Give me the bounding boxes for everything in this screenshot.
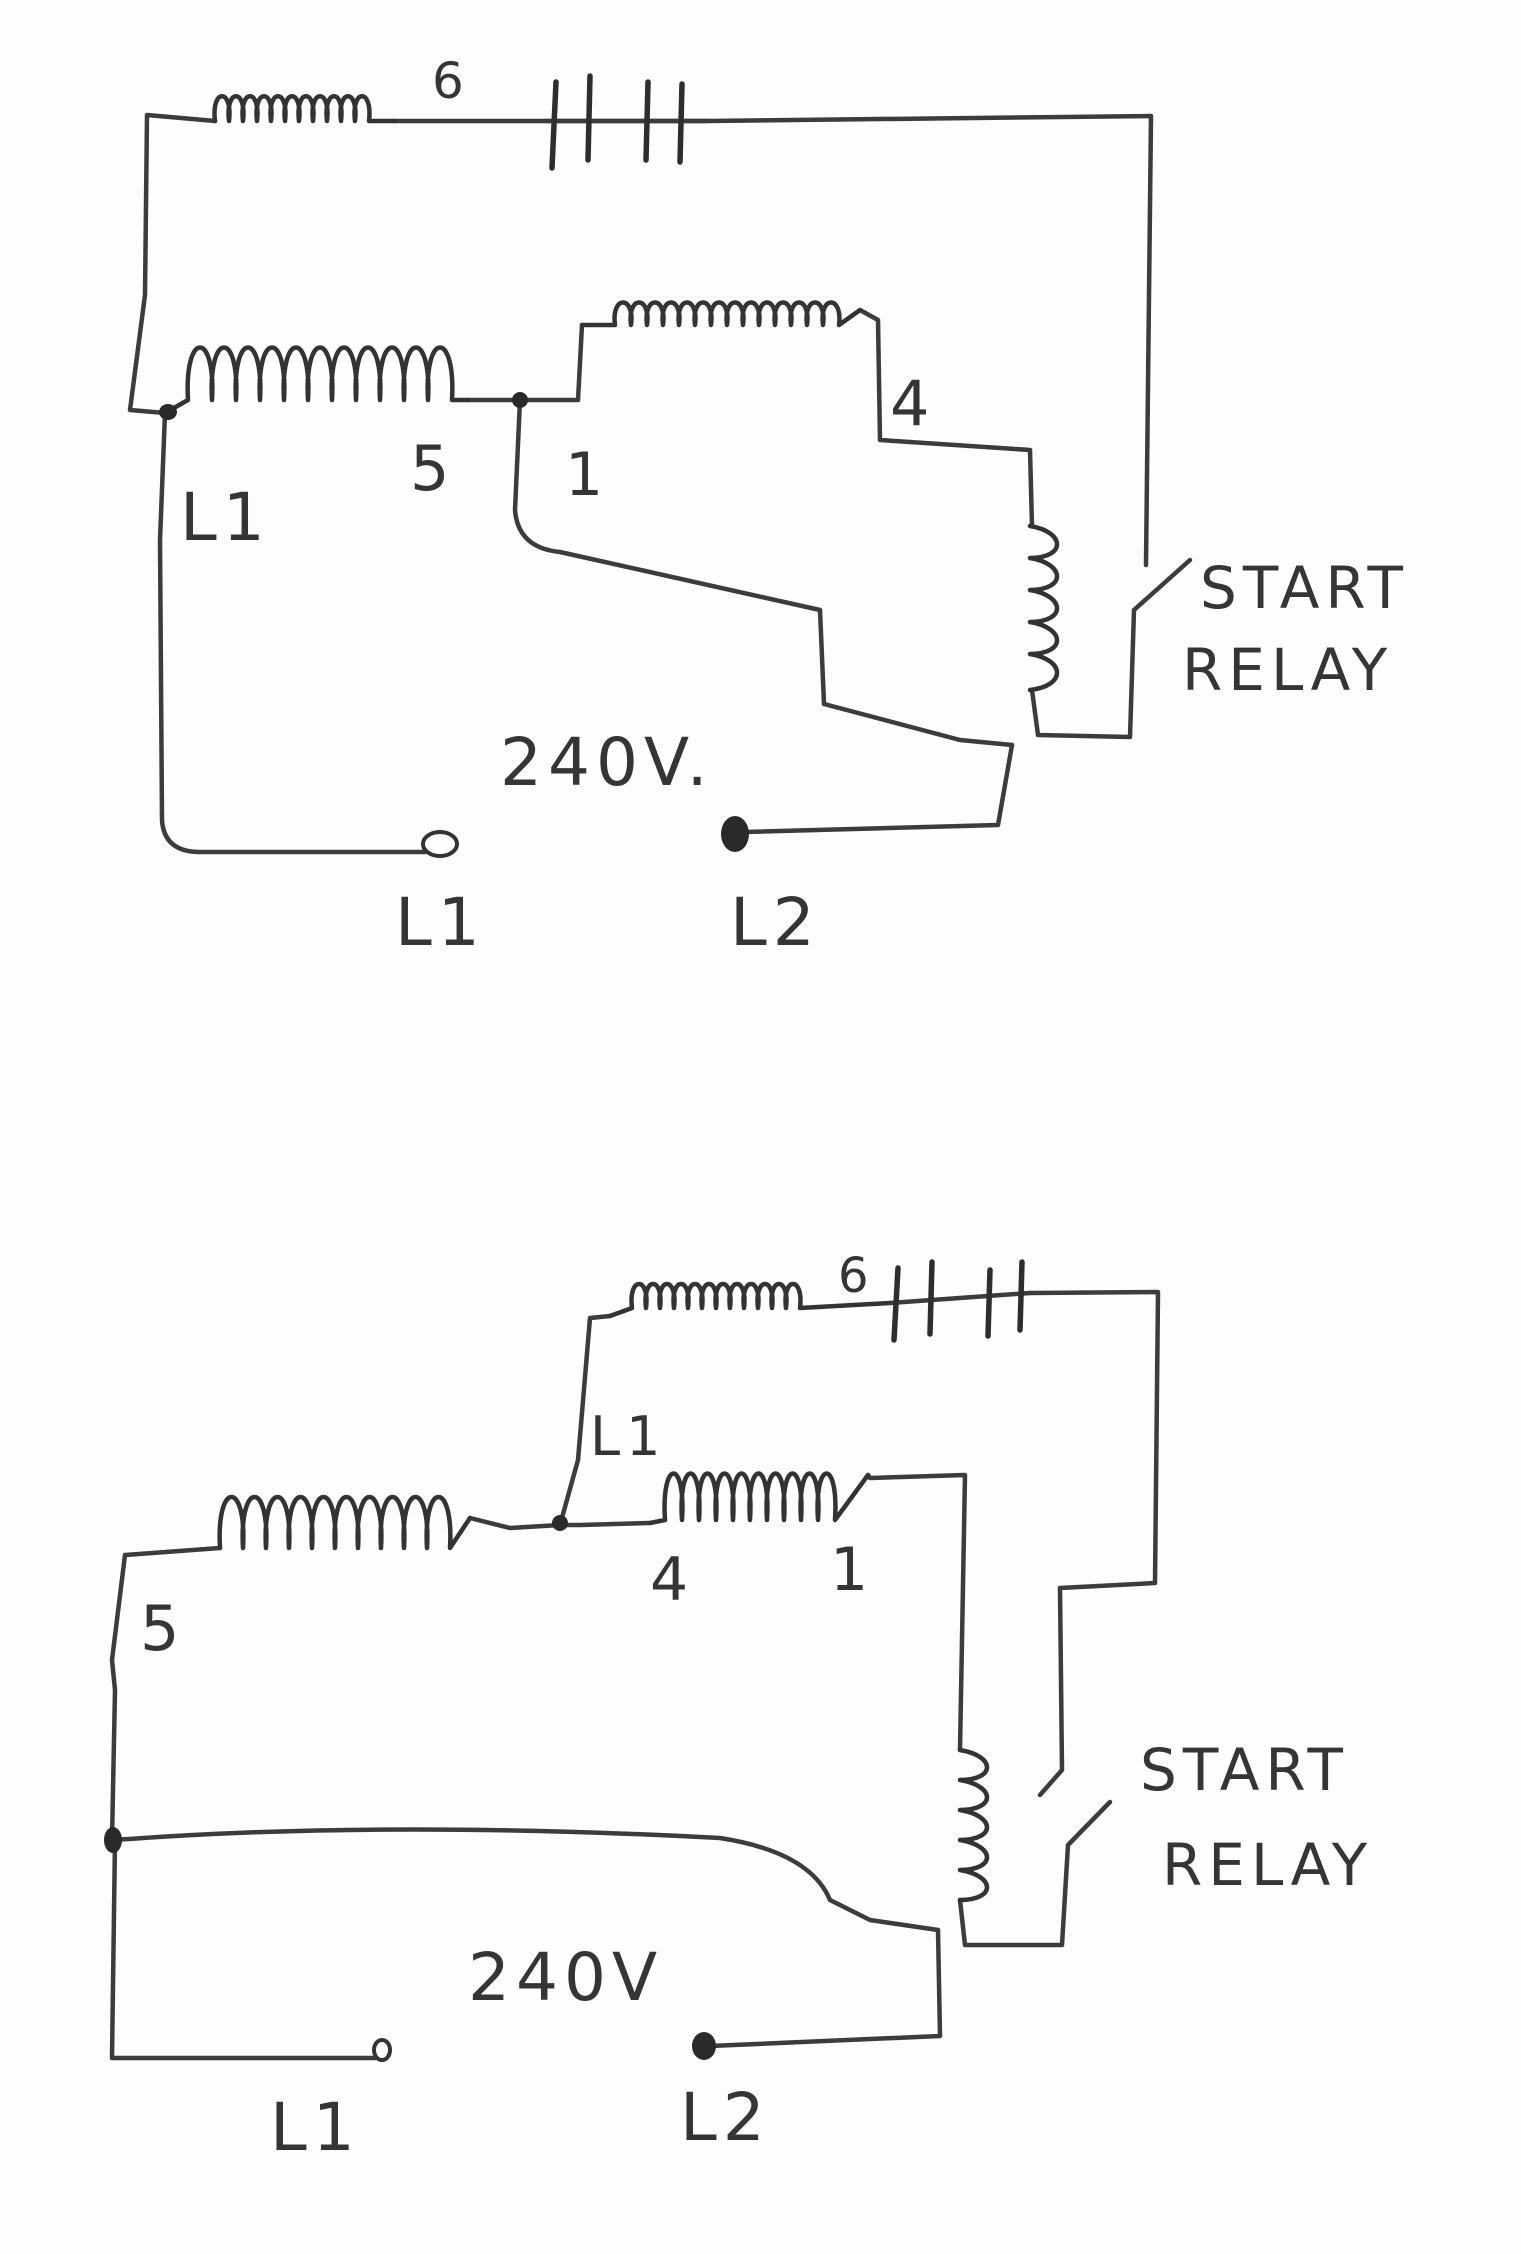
bottom-start-winding-coil bbox=[957, 1747, 990, 1903]
top-winding-4-coil bbox=[579, 300, 863, 328]
bottom-label-relay: RELAY bbox=[1162, 1831, 1373, 1899]
top-diagram: L1 5 1 4 6 240V. L1 L2 START RELAY bbox=[127, 52, 1409, 961]
top-capacitor bbox=[543, 73, 709, 171]
top-label-start: START bbox=[1200, 554, 1409, 622]
bottom-label-terminal-1: 1 bbox=[830, 1535, 874, 1605]
bottom-l1-wire bbox=[109, 1837, 378, 2061]
top-winding-6-coil bbox=[212, 94, 398, 124]
bottom-label-l1-tap: L1 bbox=[590, 1405, 666, 1468]
top-start-winding-coil bbox=[1027, 523, 1060, 693]
top-label-relay: RELAY bbox=[1182, 636, 1393, 704]
top-winding4-wire bbox=[857, 307, 1035, 529]
top-label-terminal-6: 6 bbox=[432, 52, 470, 110]
top-label-l1-winding: L1 bbox=[180, 479, 271, 556]
top-label-voltage: 240V. bbox=[500, 724, 714, 801]
top-label-line2: L2 bbox=[730, 884, 821, 961]
bottom-winding-6-coil bbox=[607, 1281, 893, 1319]
top-label-terminal-4: 4 bbox=[890, 367, 935, 440]
bottom-diagram: 5 4 1 6 L1 240V L1 L2 START RELAY bbox=[104, 1248, 1373, 2166]
bottom-l2-terminal bbox=[692, 2032, 716, 2060]
top-center-junction bbox=[512, 392, 528, 408]
top-l1-junction bbox=[159, 404, 177, 420]
bottom-start-relay-wire bbox=[957, 1799, 1113, 1948]
bottom-center-junction bbox=[552, 1515, 568, 1531]
top-label-terminal-5: 5 bbox=[410, 432, 455, 505]
bottom-l1-terminal bbox=[372, 2038, 392, 2062]
top-main-junction-wire bbox=[465, 322, 585, 403]
bottom-label-terminal-5: 5 bbox=[140, 1592, 185, 1665]
bottom-l2-wire bbox=[707, 1927, 943, 2049]
bottom-left-junction bbox=[104, 1827, 122, 1853]
bottom-winding-5-coil bbox=[217, 1495, 473, 1551]
bottom-winding6-loop-wire bbox=[557, 1289, 1161, 1798]
top-l2-terminal bbox=[721, 816, 749, 852]
top-l1-terminal bbox=[421, 830, 459, 858]
top-start-relay-wire bbox=[1029, 557, 1193, 740]
bottom-tap-wire bbox=[112, 1827, 941, 1933]
bottom-winding4-wire bbox=[865, 1472, 968, 1753]
top-label-terminal-1: 1 bbox=[565, 440, 609, 510]
bottom-label-terminal-4: 4 bbox=[650, 1545, 694, 1615]
bottom-label-terminal-6: 6 bbox=[838, 1248, 875, 1304]
top-l1-wire bbox=[157, 410, 428, 855]
top-tap-to-start-wire bbox=[512, 397, 1015, 748]
bottom-label-line1: L1 bbox=[270, 2089, 361, 2166]
bottom-main-winding-wire bbox=[109, 1545, 223, 1843]
top-winding6-loop-wire bbox=[127, 112, 1154, 568]
top-label-line1: L1 bbox=[395, 884, 486, 961]
bottom-label-start: START bbox=[1140, 1736, 1349, 1804]
bottom-label-line2: L2 bbox=[680, 2079, 771, 2156]
bottom-winding-4-coil bbox=[647, 1471, 871, 1526]
top-l2-wire bbox=[742, 742, 1015, 835]
top-winding-5-coil bbox=[162, 345, 471, 416]
bottom-capacitor bbox=[887, 1259, 1033, 1343]
bottom-label-voltage: 240V bbox=[468, 1939, 663, 2016]
